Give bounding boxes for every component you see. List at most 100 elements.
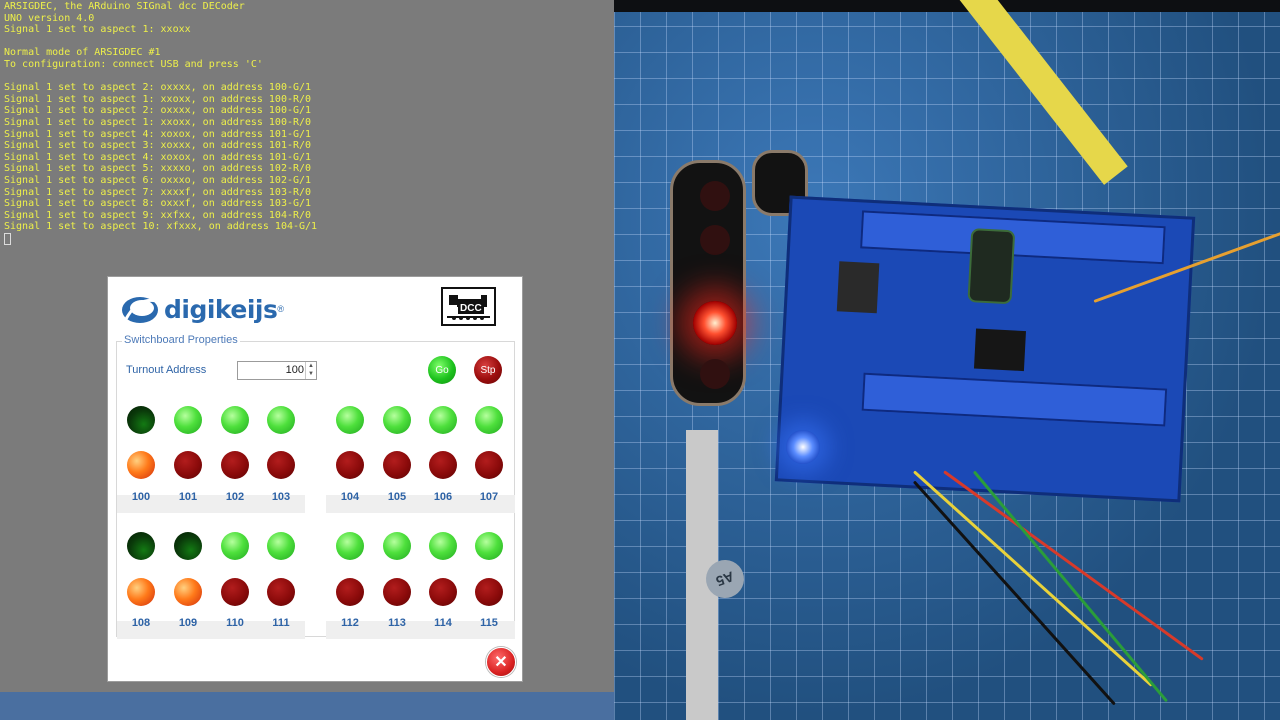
turnout-110-green-button[interactable]	[221, 532, 249, 560]
turnout-address-number: 107	[479, 491, 499, 503]
signal-head	[670, 160, 746, 406]
turnout-105-green-button[interactable]	[383, 406, 411, 434]
dcc-logo: DCC	[441, 287, 496, 326]
brand-registered-mark: ®	[277, 304, 284, 314]
console-line: Signal 1 set to aspect 4: xoxox, on addr…	[4, 151, 312, 163]
close-button[interactable]: ✕	[486, 647, 516, 677]
turnout-114-green-button[interactable]	[429, 532, 457, 560]
console-line: ARSIGDEC, the ARduino SIGnal dcc DECoder	[4, 1, 245, 12]
digikeijs-logo: digikeijs®	[120, 291, 284, 327]
turnout-113-red-button[interactable]	[383, 578, 411, 606]
console-line: Signal 1 set to aspect 3: xoxxx, on addr…	[4, 140, 312, 152]
spin-up-icon[interactable]: ▲	[308, 363, 314, 369]
console-line: Signal 1 set to aspect 1: xxoxx, on addr…	[4, 116, 312, 128]
wire-black	[912, 480, 1116, 706]
turnout-112-green-button[interactable]	[336, 532, 364, 560]
console-line	[4, 36, 610, 48]
console-line: Signal 1 set to aspect 9: xxfxx, on addr…	[4, 209, 312, 221]
turnout-107-green-button[interactable]	[475, 406, 503, 434]
turnout-address-number: 112	[341, 617, 359, 629]
voltage-regulator	[836, 261, 880, 314]
turnout-100-red-button[interactable]	[127, 451, 155, 479]
turnout-104-red-button[interactable]	[336, 451, 364, 479]
turnout-101-red-button[interactable]	[174, 451, 202, 479]
turnout-114-red-button[interactable]	[429, 578, 457, 606]
blue-led	[786, 430, 820, 464]
turnout-100-green-button[interactable]	[127, 406, 155, 434]
wire-green	[972, 470, 1168, 703]
turnout-address-number: 100	[131, 491, 151, 503]
decoder-board	[774, 195, 1196, 503]
turnout-106-green-button[interactable]	[429, 406, 457, 434]
turnout-address-number: 115	[480, 617, 498, 629]
console-line: Signal 1 set to aspect 7: xxxxf, on addr…	[4, 186, 312, 198]
signal-lamp-top	[700, 181, 730, 211]
signal-lamp-2	[700, 225, 730, 255]
turnout-address-number: 101	[178, 491, 198, 503]
turnout-107-red-button[interactable]	[475, 451, 503, 479]
optocoupler-chip	[973, 328, 1026, 372]
turnout-address-number: 110	[226, 617, 244, 629]
console-line: Normal mode of ARSIGDEC #1	[4, 47, 161, 59]
turnout-109-red-button[interactable]	[174, 578, 202, 606]
turnout-115-red-button[interactable]	[475, 578, 503, 606]
console-bottom-bar	[0, 692, 614, 720]
turnout-address-number: 109	[178, 617, 198, 629]
turnout-110-red-button[interactable]	[221, 578, 249, 606]
console-line: Signal 1 set to aspect 1: xxoxx, on addr…	[4, 93, 312, 105]
turnout-111-red-button[interactable]	[267, 578, 295, 606]
group-title: Switchboard Properties	[122, 334, 240, 346]
signal-lamp-bottom	[700, 359, 730, 389]
brand-name: digikeijs	[164, 294, 278, 324]
console-line: Signal 1 set to aspect 4: xoxox, on addr…	[4, 128, 312, 140]
turnout-address-number: 104	[340, 491, 360, 503]
turnout-115-green-button[interactable]	[475, 532, 503, 560]
turnout-address-number: 103	[271, 491, 291, 503]
turnout-address-number: 111	[272, 617, 290, 629]
spin-down-icon[interactable]: ▼	[308, 371, 314, 377]
turnout-104-green-button[interactable]	[336, 406, 364, 434]
console-line: Signal 1 set to aspect 6: oxxxo, on addr…	[4, 174, 312, 186]
turnout-106-red-button[interactable]	[429, 451, 457, 479]
address-spinner[interactable]: ▲ ▼	[305, 362, 316, 379]
model-signal	[660, 150, 808, 720]
switchboard-dialog: digikeijs® DCC Switchboard Properties Tu…	[107, 276, 523, 682]
terminal-block-bottom	[861, 372, 1168, 427]
turnout-address-label: Turnout Address	[126, 364, 207, 376]
turnout-105-red-button[interactable]	[383, 451, 411, 479]
console-cursor-line	[4, 232, 610, 245]
turnout-101-green-button[interactable]	[174, 406, 202, 434]
turnout-103-red-button[interactable]	[267, 451, 295, 479]
turnout-address-field[interactable]: 100 ▲ ▼	[237, 361, 317, 380]
turnout-109-green-button[interactable]	[174, 532, 202, 560]
console-line	[4, 71, 610, 83]
go-button[interactable]: Go	[428, 356, 456, 384]
turnout-113-green-button[interactable]	[383, 532, 411, 560]
turnout-address-number: 108	[131, 617, 151, 629]
console-line: Signal 1 set to aspect 2: oxxxx, on addr…	[4, 82, 312, 94]
wire-yellow	[912, 470, 1153, 687]
turnout-address-value: 100	[285, 364, 304, 376]
dcc-logo-text: DCC	[458, 303, 484, 314]
text-cursor	[4, 232, 11, 245]
turnout-108-red-button[interactable]	[127, 578, 155, 606]
capacitor	[967, 228, 1016, 305]
turnout-102-red-button[interactable]	[221, 451, 249, 479]
turnout-103-green-button[interactable]	[267, 406, 295, 434]
turnout-address-number: 114	[434, 617, 452, 629]
turnout-102-green-button[interactable]	[221, 406, 249, 434]
address-strip	[326, 495, 515, 513]
console-line: Signal 1 set to aspect 2: oxxxx, on addr…	[4, 105, 312, 117]
turnout-address-number: 113	[388, 617, 406, 629]
turnout-112-red-button[interactable]	[336, 578, 364, 606]
address-strip	[326, 621, 515, 639]
stop-button[interactable]: Stp	[474, 356, 502, 384]
turnout-111-green-button[interactable]	[267, 532, 295, 560]
digikeijs-logo-icon	[122, 297, 158, 323]
switchboard-properties-group	[116, 341, 515, 637]
turnout-address-number: 102	[225, 491, 245, 503]
address-strip	[117, 621, 305, 639]
turnout-108-green-button[interactable]	[127, 532, 155, 560]
photo-dark-edge	[614, 0, 1280, 12]
signal-lamp-red-lit	[693, 301, 737, 345]
